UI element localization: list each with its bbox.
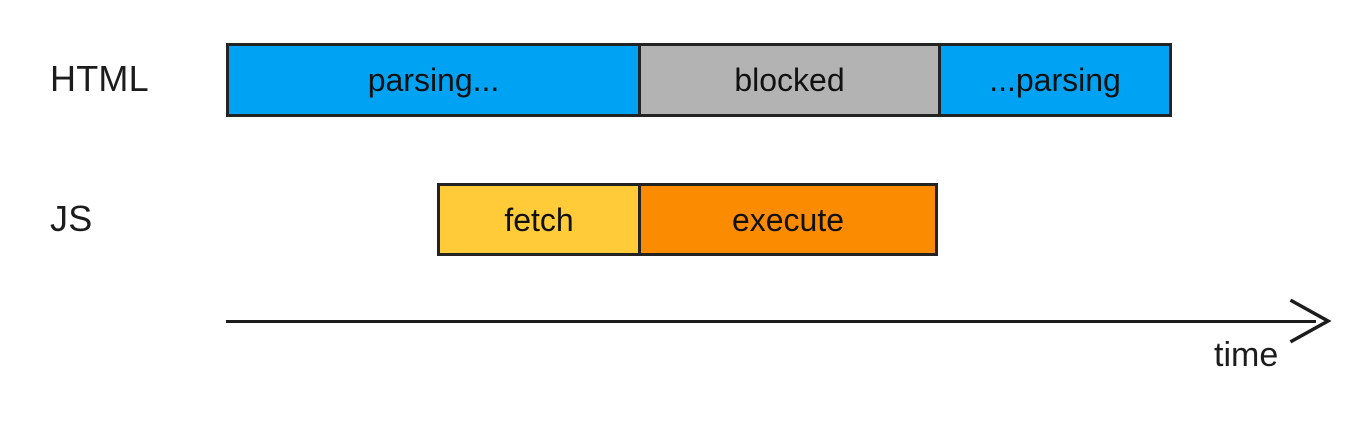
arrow-right-icon xyxy=(1288,298,1332,344)
segment-js-execute: execute xyxy=(638,186,935,253)
segment-html-parsing-resume: ...parsing xyxy=(938,46,1169,114)
row-label-html: HTML xyxy=(50,58,149,99)
segment-js-fetch: fetch xyxy=(440,186,638,253)
time-axis-line xyxy=(226,320,1316,323)
time-axis-caption: time xyxy=(1214,336,1279,374)
segment-html-blocked: blocked xyxy=(638,46,938,114)
html-timeline-track: parsing... blocked ...parsing xyxy=(226,43,1172,117)
row-label-js: JS xyxy=(50,198,93,239)
js-timeline-track: fetch execute xyxy=(437,183,938,256)
segment-html-parsing-start: parsing... xyxy=(229,46,638,114)
